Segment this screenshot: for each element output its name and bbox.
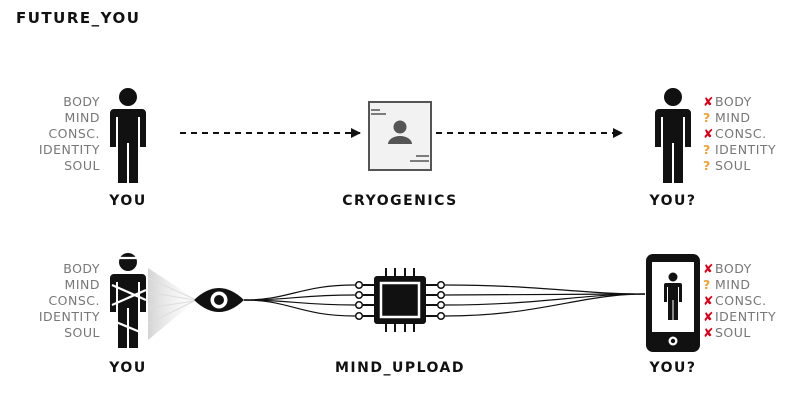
diagram-title: FUTURE_YOU [16, 9, 141, 27]
attribute-label: SOUL [64, 158, 100, 173]
attribute-label: CONSC. [715, 126, 767, 141]
x-mark-icon: ✘ [703, 126, 714, 141]
x-mark-icon: ✘ [703, 261, 714, 276]
attribute-item: ? MIND [703, 277, 776, 293]
attribute-item: ? MIND [703, 110, 776, 126]
attribute-label: IDENTITY [38, 309, 100, 324]
attribute-item: ✘CONSC. [703, 126, 776, 142]
label-you-question-row1: YOU? [649, 193, 697, 209]
attribute-label: BODY [715, 261, 752, 276]
attribute-label: SOUL [715, 325, 751, 340]
attribute-label: IDENTITY [715, 309, 777, 324]
attribute-item: ✘CONSC. [703, 293, 776, 309]
phone-icon [646, 254, 700, 352]
attribute-label: SOUL [64, 325, 100, 340]
attribute-item: ? IDENTITY [703, 142, 776, 158]
x-mark-icon: ✘ [703, 293, 714, 308]
attribute-label: MIND [715, 110, 751, 125]
cryo-card-icon [368, 101, 432, 171]
attribute-label: BODY [63, 261, 100, 276]
attribute-label: BODY [715, 94, 752, 109]
question-mark-icon: ? [703, 142, 711, 157]
attribute-list-row2-right: ✘BODY ?MIND ✘CONSC. ✘IDENTITY ✘SOUL [703, 261, 776, 341]
person-icon-row1-right [655, 88, 691, 183]
person-icon-row1-left [110, 88, 146, 183]
attribute-item: ✘BODY [703, 261, 776, 277]
attribute-label: MIND [64, 110, 100, 125]
question-mark-icon: ? [703, 110, 711, 125]
label-you-question-row2: YOU? [649, 360, 697, 376]
attribute-label: CONSC. [48, 293, 100, 308]
attribute-label: CONSC. [715, 293, 767, 308]
x-mark-icon: ✘ [703, 94, 714, 109]
chip-icon [354, 268, 446, 332]
label-you-row1: YOU [109, 193, 147, 209]
attribute-item: ✘IDENTITY [703, 309, 776, 325]
scanned-person-icon [110, 253, 147, 348]
label-mind-upload: MIND_UPLOAD [334, 360, 465, 376]
attribute-label: IDENTITY [715, 142, 777, 157]
eye-icon [194, 288, 244, 312]
signal-wires-left [243, 284, 356, 317]
label-you-row2: YOU [109, 360, 147, 376]
attribute-label: MIND [715, 277, 751, 292]
attribute-label: IDENTITY [38, 142, 100, 157]
signal-wires-right [444, 284, 646, 317]
attribute-item: ? SOUL [703, 158, 776, 174]
label-cryogenics: CRYOGENICS [342, 193, 458, 209]
attribute-label: MIND [64, 277, 100, 292]
question-mark-icon: ? [703, 277, 711, 292]
attribute-label: CONSC. [48, 126, 100, 141]
x-mark-icon: ✘ [703, 325, 714, 340]
question-mark-icon: ? [703, 158, 711, 173]
attribute-list-row1-left: BODY MIND CONSC. IDENTITY SOUL [10, 94, 100, 174]
attribute-list-row2-left: BODY MIND CONSC. IDENTITY SOUL [10, 261, 100, 341]
attribute-list-row1-right: ✘BODY ?MIND ✘CONSC. ?IDENTITY ?SOUL [703, 94, 776, 174]
x-mark-icon: ✘ [703, 309, 714, 324]
attribute-label: BODY [63, 94, 100, 109]
scan-beam-lines [147, 277, 195, 325]
attribute-item: ✘BODY [703, 94, 776, 110]
attribute-item: ✘SOUL [703, 325, 776, 341]
attribute-label: SOUL [715, 158, 751, 173]
